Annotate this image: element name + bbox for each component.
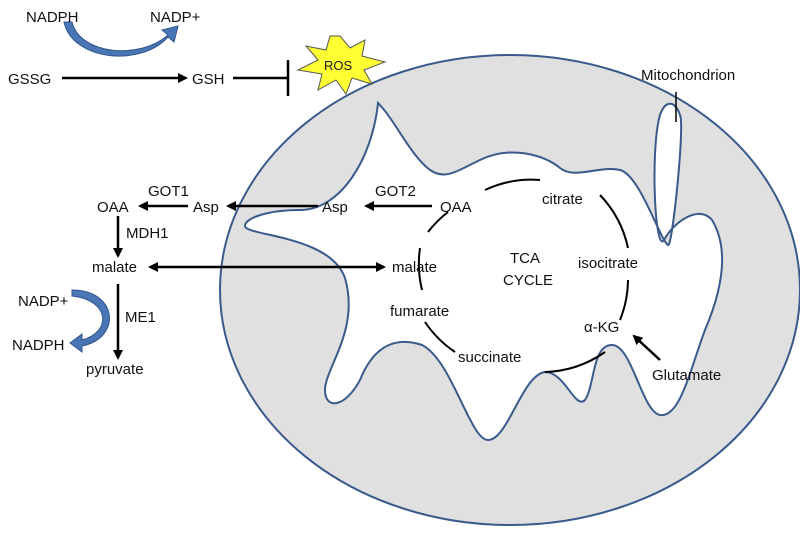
nadp-to-nadph-curved-arrow bbox=[69, 289, 110, 353]
malate-cyto-label: malate bbox=[92, 259, 137, 276]
got1-label: GOT1 bbox=[148, 183, 189, 200]
gsh-label: GSH bbox=[192, 71, 225, 88]
ros-label: ROS bbox=[324, 58, 353, 73]
nadp-top-label: NADP+ bbox=[150, 9, 201, 26]
nadph-top-label: NADPH bbox=[26, 9, 79, 26]
citrate-label: citrate bbox=[542, 191, 583, 208]
akg-label: α-KG bbox=[584, 319, 619, 336]
tca-label-line1: TCA bbox=[510, 250, 540, 267]
tca-label-line2: CYCLE bbox=[503, 272, 553, 289]
oaa-cyto-label: OAA bbox=[97, 199, 129, 216]
mdh1-label: MDH1 bbox=[126, 225, 169, 242]
succinate-label: succinate bbox=[458, 349, 521, 366]
gssg-label: GSSG bbox=[8, 71, 51, 88]
isocitrate-label: isocitrate bbox=[578, 255, 638, 272]
asp-mito-label: Asp bbox=[322, 199, 348, 216]
got2-label: GOT2 bbox=[375, 183, 416, 200]
fumarate-label: fumarate bbox=[390, 303, 449, 320]
me1-label: ME1 bbox=[125, 309, 156, 326]
glutamate-label: Glutamate bbox=[652, 367, 721, 384]
pyruvate-label: pyruvate bbox=[86, 361, 144, 378]
mitochondrion-inner-membrane bbox=[243, 100, 724, 442]
oaa-mito-label: OAA bbox=[440, 199, 472, 216]
asp-cyto-label: Asp bbox=[193, 199, 219, 216]
ros-burst-icon bbox=[296, 35, 387, 96]
tca-cycle-ring bbox=[417, 178, 629, 373]
glutamate-to-akg-arrow bbox=[632, 334, 661, 361]
mitochondrion bbox=[219, 54, 800, 526]
mitochondrion-label: Mitochondrion bbox=[641, 67, 735, 84]
nadph-left-label: NADPH bbox=[12, 337, 65, 354]
nadph-to-nadp-curved-arrow bbox=[63, 21, 179, 57]
gsh-inhibits-ros bbox=[233, 60, 290, 96]
nadp-left-label: NADP+ bbox=[18, 293, 69, 310]
malate-mito-label: malate bbox=[392, 259, 437, 276]
